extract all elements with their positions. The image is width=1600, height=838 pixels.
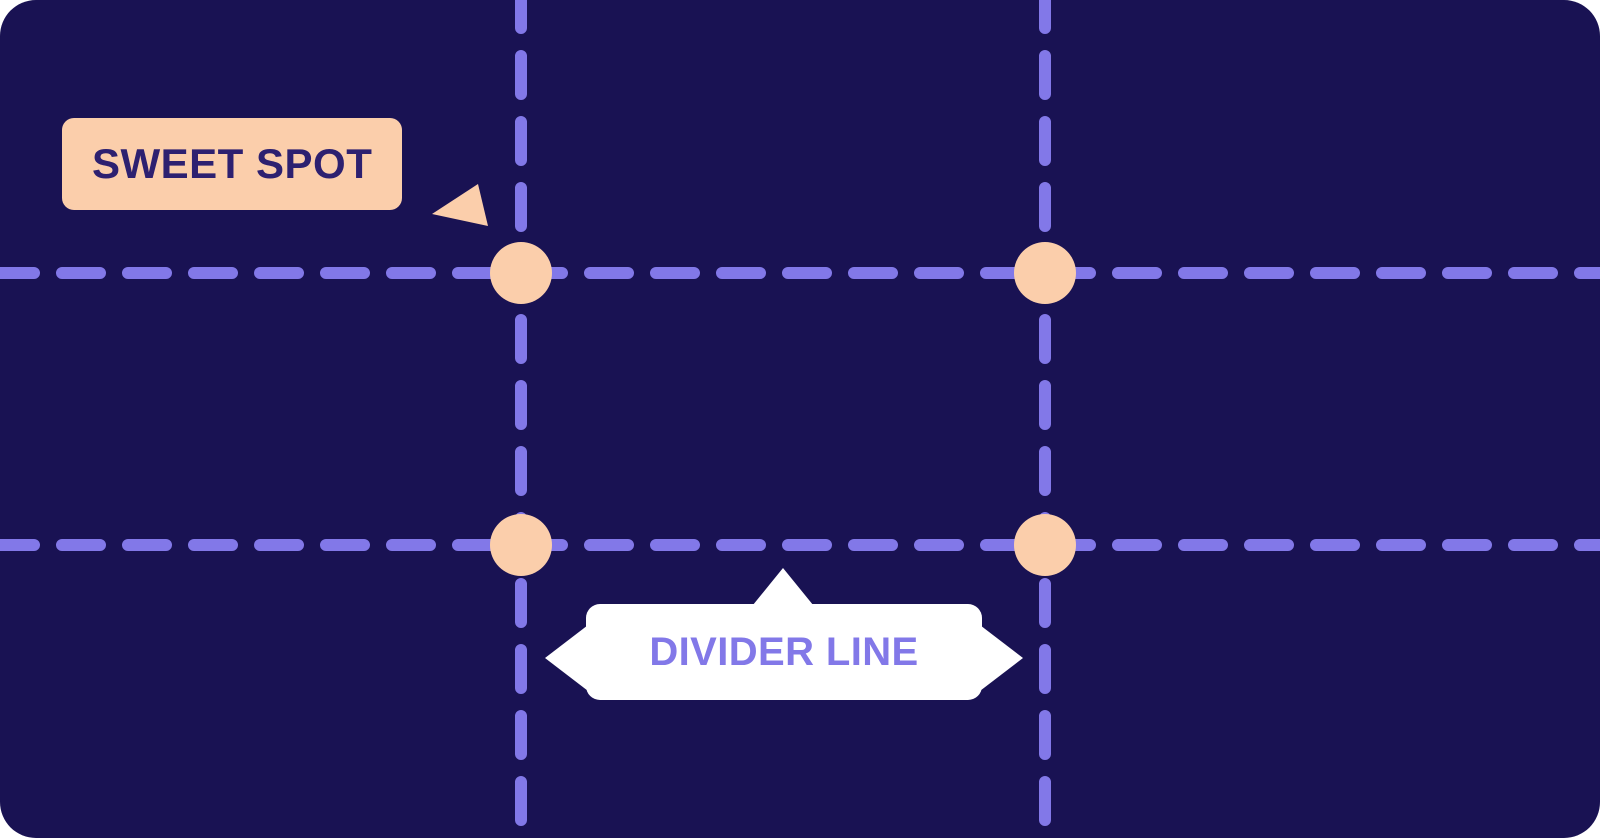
divider-line-badge[interactable]: DIVIDER LINE	[586, 604, 982, 700]
divider-arrow-right	[976, 622, 1023, 694]
sweet-spot-badge[interactable]: SWEET SPOT	[62, 118, 403, 210]
intersection-dot	[1014, 242, 1076, 304]
divider-arrow-left	[545, 622, 592, 694]
intersection-dots	[490, 242, 1076, 576]
intersection-dot	[490, 514, 552, 576]
intersection-dot	[490, 242, 552, 304]
horizontal-grid-lines	[0, 267, 1600, 551]
divider-line-callout[interactable]: DIVIDER LINE	[540, 560, 1028, 710]
divider-line-label: DIVIDER LINE	[649, 630, 919, 674]
intersection-dot	[1014, 514, 1076, 576]
sweet-spot-label: SWEET SPOT	[92, 140, 373, 187]
vertical-grid-lines	[515, 0, 1051, 838]
sweet-spot-pointer-icon	[432, 184, 488, 226]
